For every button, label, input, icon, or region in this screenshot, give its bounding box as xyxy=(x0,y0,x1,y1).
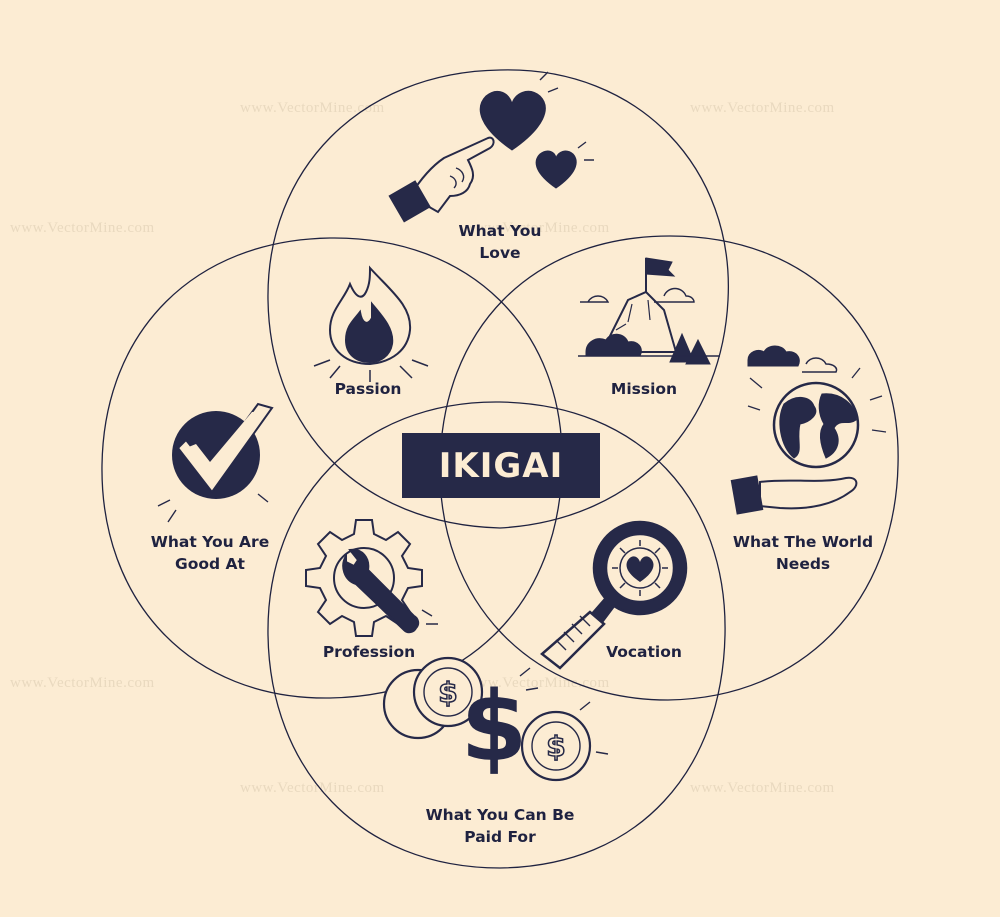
fire-icon xyxy=(313,265,429,382)
circle-label-what-the-world-needs: What The World Needs xyxy=(733,531,873,575)
overlap-label-vocation: Vocation xyxy=(606,643,682,661)
label-line: Needs xyxy=(775,555,831,573)
label-line: Good At xyxy=(175,555,245,573)
watermark: www.VectorMine.com xyxy=(240,100,385,116)
label-line: What You Are xyxy=(150,533,270,551)
overlap-label-mission: Mission xyxy=(610,380,678,398)
globe-hand-icon xyxy=(730,345,887,515)
label-line: What The World xyxy=(732,533,874,551)
svg-text:$: $ xyxy=(461,671,528,783)
label-line: What You xyxy=(458,222,542,240)
circle-what-you-are-good-at xyxy=(101,237,563,699)
magnifier-heart-icon xyxy=(540,520,688,670)
circle-label-what-you-love: What You Love xyxy=(459,220,542,264)
watermark: www.VectorMine.com xyxy=(465,675,610,691)
circle-label-what-you-are-good-at: What You Are Good At xyxy=(151,531,269,575)
label-line: What You Can Be xyxy=(425,806,575,824)
watermark: www.VectorMine.com xyxy=(690,100,835,116)
watermark: www.VectorMine.com xyxy=(690,780,835,796)
label-line: Paid For xyxy=(464,828,536,846)
svg-text:$: $ xyxy=(438,676,457,709)
ikigai-title: IKIGAI xyxy=(402,433,600,498)
watermark: www.VectorMine.com xyxy=(465,220,610,236)
coins-icon: $ $ $ xyxy=(382,656,609,783)
overlap-label-profession: Profession xyxy=(322,643,416,661)
mountain-flag-icon xyxy=(578,257,720,365)
checkmark-icon xyxy=(157,402,274,523)
watermark: www.VectorMine.com xyxy=(10,220,155,236)
label-line: Love xyxy=(479,244,521,262)
watermark: www.VectorMine.com xyxy=(10,675,155,691)
circle-what-you-love xyxy=(267,69,729,529)
gear-wrench-icon xyxy=(305,519,438,637)
circle-what-you-can-be-paid-for xyxy=(267,401,726,869)
circle-label-what-you-can-be-paid-for: What You Can Be Paid For xyxy=(426,804,575,848)
heart-hand-icon xyxy=(388,71,594,223)
overlap-label-passion: Passion xyxy=(334,380,402,398)
circle-what-the-world-needs xyxy=(439,235,899,701)
svg-text:$: $ xyxy=(546,730,565,763)
watermark: www.VectorMine.com xyxy=(240,780,385,796)
